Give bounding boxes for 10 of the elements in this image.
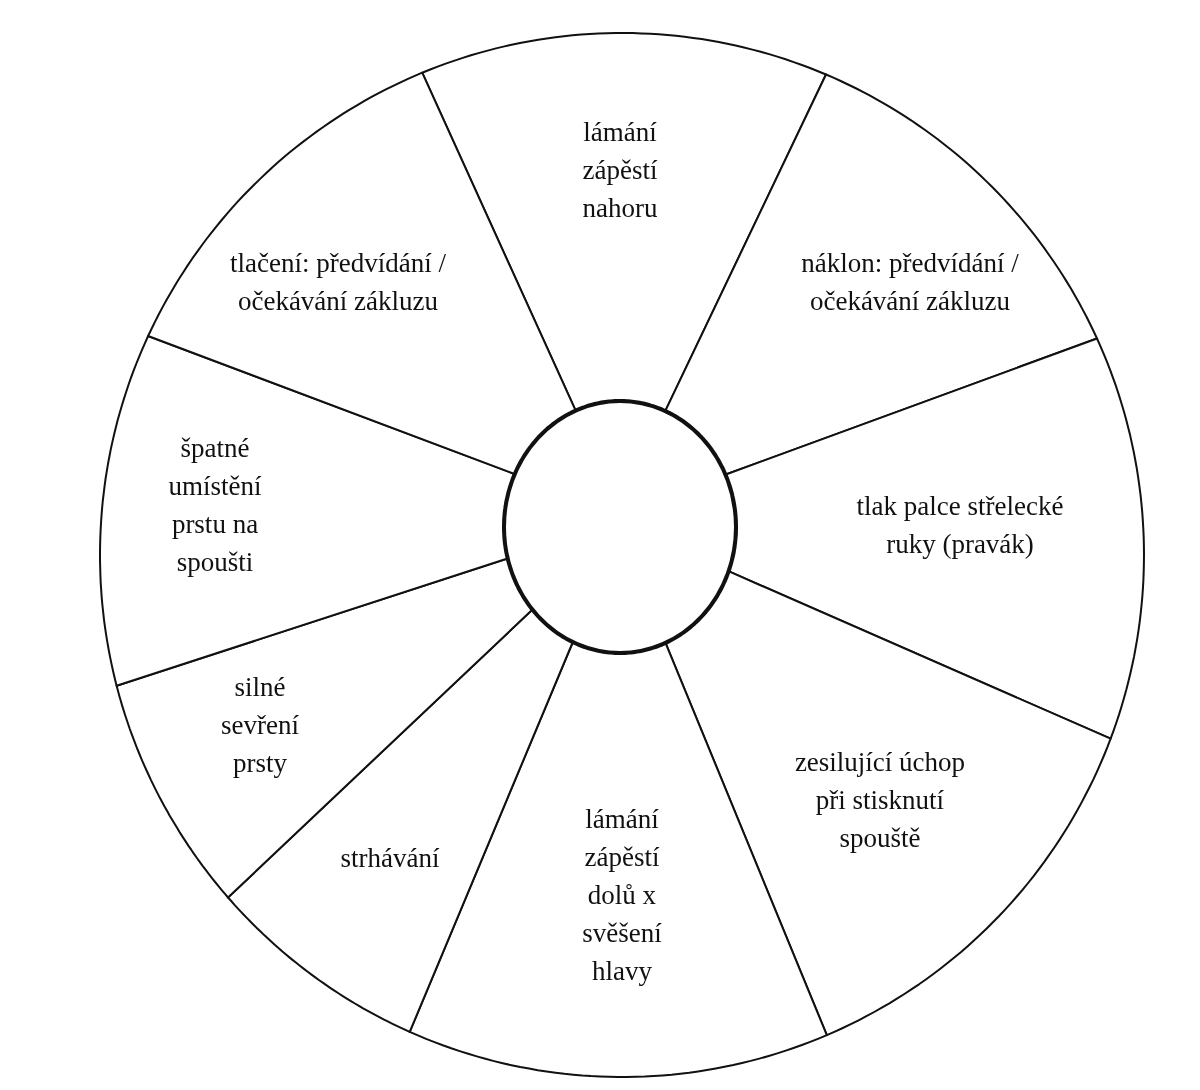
segment-label: lámání zápěstí dolů x svěšení hlavy [581,803,663,988]
center-circle [503,400,737,654]
segment-label: tlak palce střelecké ruky (pravák) [855,490,1065,561]
segment-label: strhávání [339,842,441,875]
segment-label: zesilující úchop při stisknutí spouště [793,746,967,855]
segment-label: náklon: předvídání / očekávání zákluzu [800,247,1020,318]
segment-label: lámání zápěstí nahoru [581,116,659,225]
segment-label: silné sevření prsty [220,671,300,780]
segment-label: tlačení: předvídání / očekávání zákluzu [229,247,447,318]
segment-label: špatné umístění prstu na spoušti [167,432,263,579]
